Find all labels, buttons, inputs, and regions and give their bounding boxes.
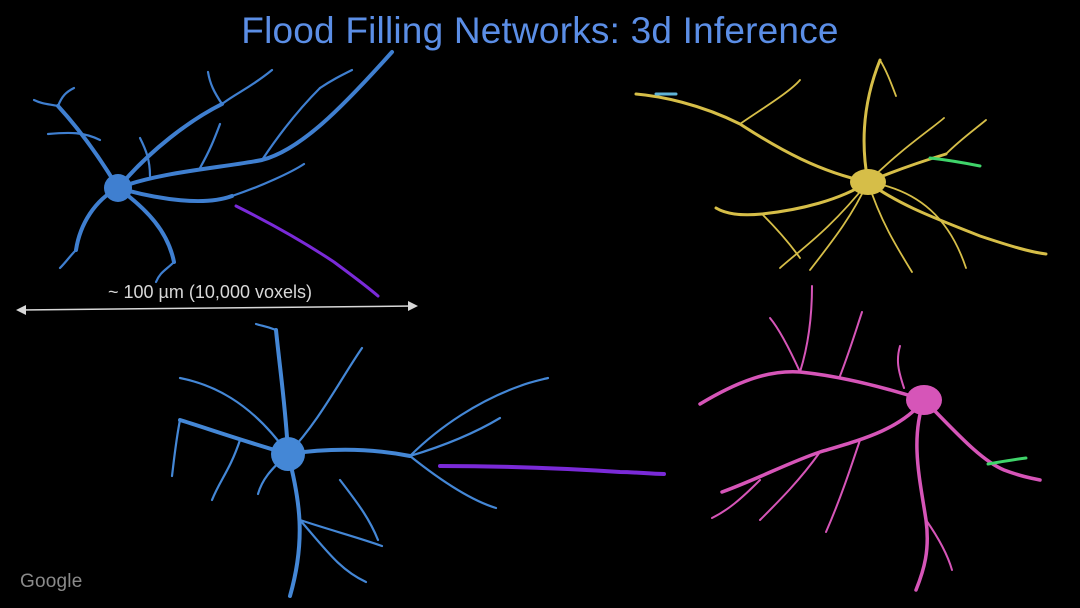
fragment-green-top	[928, 156, 982, 168]
neuron-magenta-bottom-right	[698, 285, 1042, 592]
neuron-blue-bottom-left	[170, 322, 550, 598]
neuron-yellow-top-right	[634, 58, 1048, 273]
fragment-green-bottom	[986, 456, 1028, 466]
axon-purple-bottom	[438, 464, 666, 476]
scale-bar	[16, 301, 418, 315]
axon-purple-top	[234, 204, 380, 298]
scale-label: ~ 100 µm (10,000 voxels)	[108, 282, 312, 302]
neuron-blue-top-left	[32, 50, 394, 284]
slide-title: Flood Filling Networks: 3d Inference	[241, 10, 839, 51]
google-logo: Google	[20, 571, 83, 592]
